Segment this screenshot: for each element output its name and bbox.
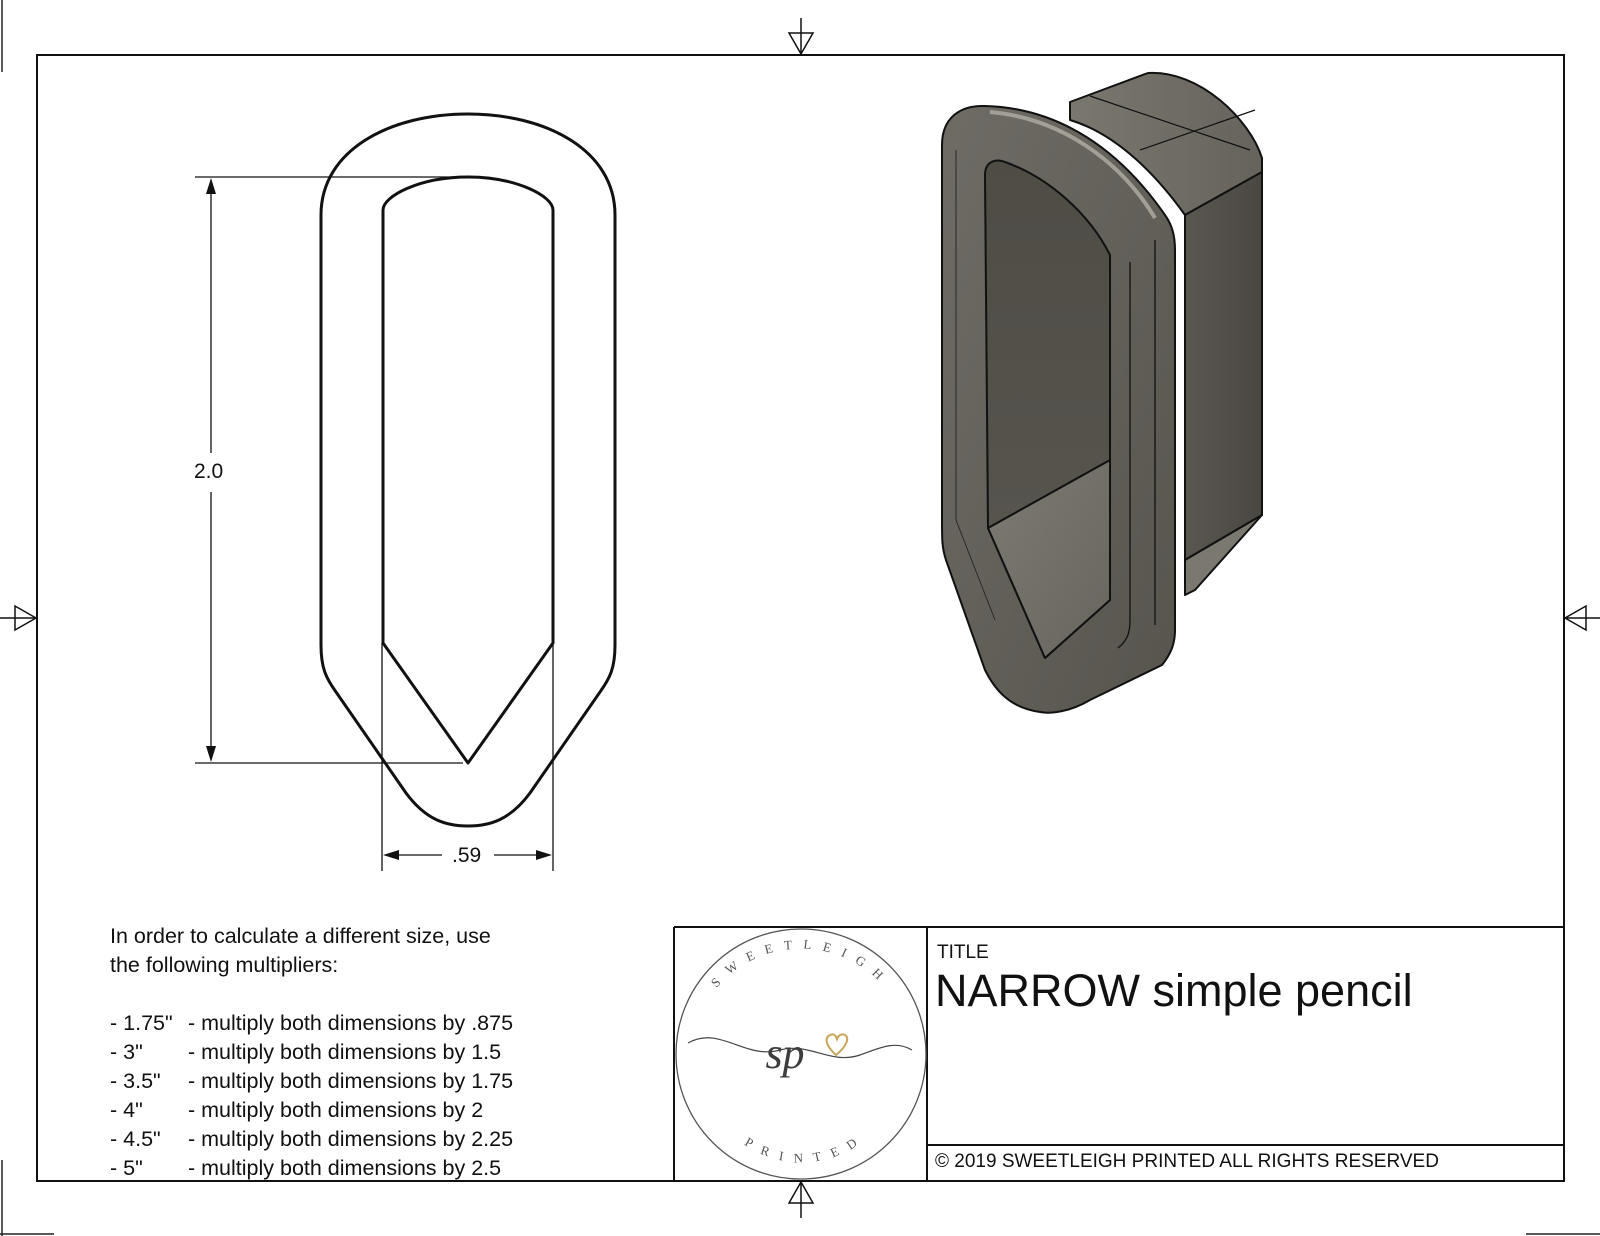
multiplier-row: - 3" - multiply both dimensions by 1.5 xyxy=(110,1040,502,1064)
notes-intro: In order to calculate a different size, … xyxy=(110,924,491,977)
size-multiplier-notes: In order to calculate a different size, … xyxy=(110,922,513,1183)
logo-top-text: SWEETLEIGH xyxy=(708,936,895,990)
registration-mark-left xyxy=(0,604,38,632)
logo-flourish xyxy=(687,1037,913,1059)
width-dimension-label: .59 xyxy=(450,844,484,867)
width-dimension xyxy=(381,643,554,871)
logo-bottom-text: PRINTED xyxy=(742,1129,868,1166)
isometric-3d-view xyxy=(941,71,1263,714)
multiplier-row: - 3.5" - multiply both dimensions by 1.7… xyxy=(110,1069,514,1093)
multiplier-row: - 5" - multiply both dimensions by 2.5 xyxy=(110,1156,502,1180)
copyright-notice: © 2019 SWEETLEIGH PRINTED ALL RIGHTS RES… xyxy=(935,1151,1439,1172)
multiplier-row: - 4.5" - multiply both dimensions by 2.2… xyxy=(110,1127,514,1151)
multiplier-row: - 1.75" - multiply both dimensions by .8… xyxy=(110,1011,514,1035)
title-block-frame xyxy=(673,926,1564,1181)
extrusion-bottom xyxy=(1184,514,1263,596)
height-dimension-label: 2.0 xyxy=(192,460,226,483)
registration-mark-top xyxy=(787,18,815,56)
multiplier-row: - 4" - multiply both dimensions by 2 xyxy=(110,1098,484,1122)
registration-mark-bottom xyxy=(787,1180,815,1218)
logo-monogram: sp xyxy=(765,1029,804,1078)
outer-outline xyxy=(319,112,617,828)
brand-logo: SWEETLEIGH PRINTED sp xyxy=(675,928,927,1180)
heart-icon xyxy=(825,1033,849,1057)
flat-outline-view xyxy=(319,112,617,828)
extrusion-side xyxy=(1184,171,1263,561)
inner-outline xyxy=(381,175,555,765)
drawing-title: NARROW simple pencil xyxy=(935,965,1413,1016)
registration-mark-right xyxy=(1563,604,1600,632)
height-dimension xyxy=(195,176,468,764)
title-block-label: TITLE xyxy=(937,942,989,963)
